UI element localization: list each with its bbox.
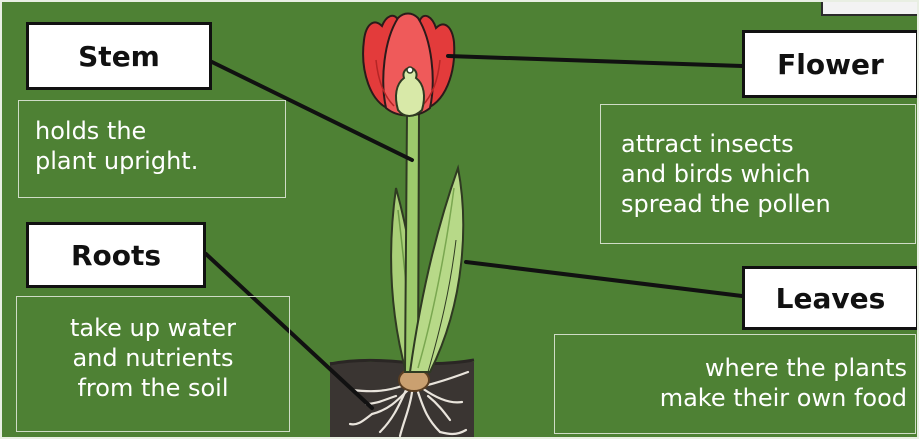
leaves-description: where the plants make their own food	[554, 334, 916, 434]
flower-connector	[448, 56, 742, 66]
flower-description-line: and birds which	[621, 159, 907, 189]
stem-description: holds the plant upright.	[18, 100, 286, 198]
corner-tab	[821, 0, 919, 16]
leaves-connector	[466, 262, 742, 296]
flower-description-line: attract insects	[621, 129, 907, 159]
leaves-description-line: make their own food	[563, 383, 907, 413]
roots-description-line: take up water	[25, 313, 281, 343]
roots-description-line: and nutrients	[25, 343, 281, 373]
stem-label: Stem	[26, 22, 212, 90]
flower-description: attract insects and birds which spread t…	[600, 104, 916, 244]
stem-description-line: holds the	[35, 116, 277, 146]
flower-description-line: spread the pollen	[621, 189, 907, 219]
leaves-description-line: where the plants	[563, 353, 907, 383]
flower-label: Flower	[742, 30, 919, 98]
roots-description-line: from the soil	[25, 373, 281, 403]
roots-description: take up water and nutrients from the soi…	[16, 296, 290, 432]
stem-description-line: plant upright.	[35, 146, 277, 176]
leaves-label: Leaves	[742, 266, 919, 330]
roots-label: Roots	[26, 222, 206, 288]
